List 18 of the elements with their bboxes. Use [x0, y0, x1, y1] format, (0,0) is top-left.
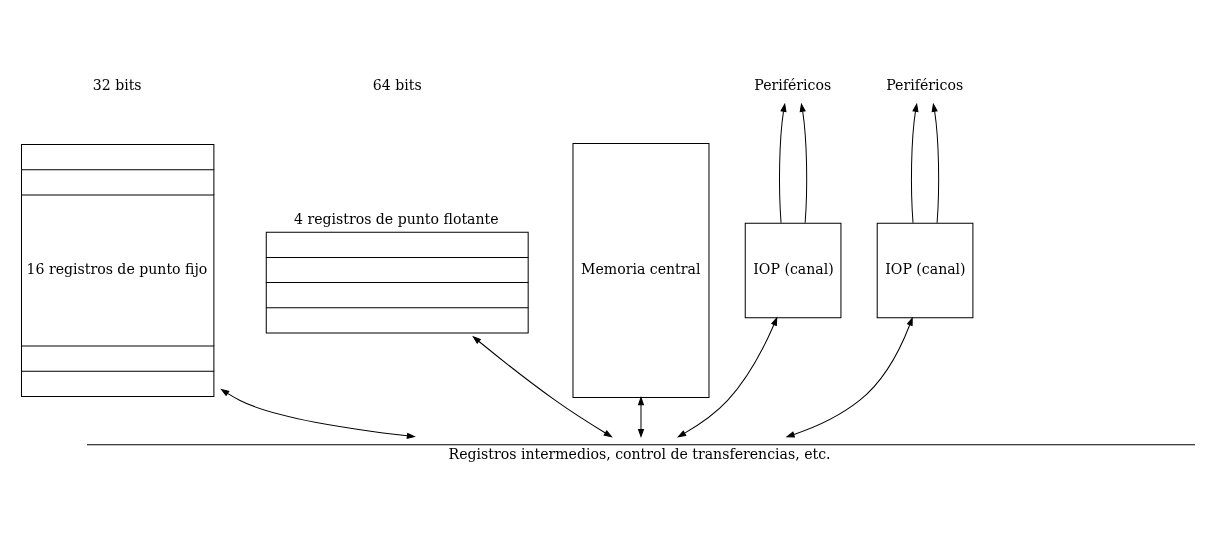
node-box: IOP (canal)	[744, 222, 842, 319]
arrow	[472, 335, 613, 438]
arrow	[637, 396, 645, 439]
node-label: 4 registros de punto flotante	[293, 211, 499, 228]
arrow	[779, 102, 787, 224]
node-text: Registros intermedios, control de transferencias, etc.	[448, 446, 831, 463]
node-text: Periféricos	[754, 76, 832, 93]
node-box: Memoria central	[572, 143, 710, 398]
arrow	[785, 316, 913, 438]
arrow	[799, 102, 808, 224]
label: 64 bits	[372, 76, 422, 93]
arrow	[931, 102, 940, 224]
node-box: IOP (canal)	[876, 222, 974, 319]
label: 32 bits	[92, 76, 142, 93]
arrow	[677, 316, 778, 438]
arrow	[910, 102, 919, 224]
arrow	[220, 388, 416, 439]
node-text: Periféricos	[886, 76, 964, 93]
